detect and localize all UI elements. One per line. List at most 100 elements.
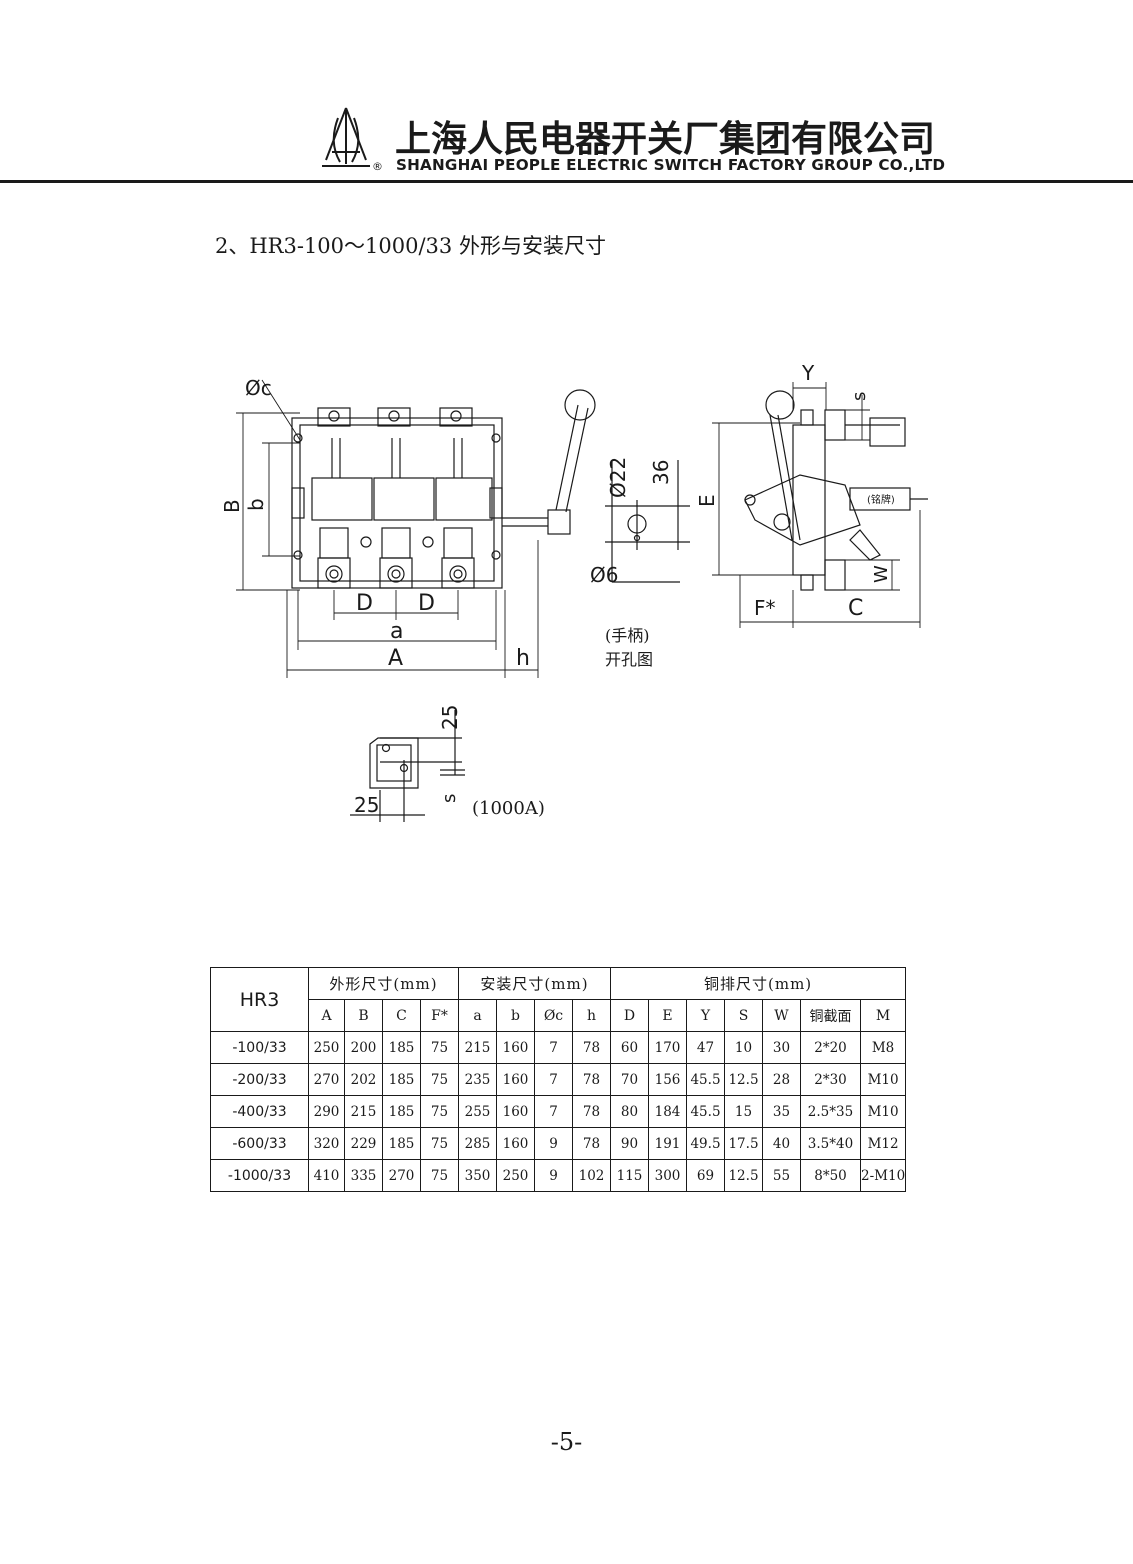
handle-cutout	[605, 460, 690, 583]
table-cell: 160	[496, 1127, 535, 1160]
table-cell: 49.5	[686, 1127, 725, 1160]
table-model-cell: -200/33	[210, 1063, 309, 1096]
table-group-outline: 外形尺寸(mm)	[308, 967, 459, 1000]
table-cell: 75	[420, 1127, 459, 1160]
label-36: 36	[649, 460, 673, 485]
table-cell: 75	[420, 1159, 459, 1192]
table-col-header: Y	[686, 999, 725, 1032]
label-phi6: Ø6	[590, 563, 618, 587]
table-cell: 160	[496, 1063, 535, 1096]
table-cell: 2*20	[800, 1031, 861, 1064]
table-cell: 185	[382, 1063, 421, 1096]
label-D-1: D	[356, 591, 373, 616]
table-model-cell: -600/33	[210, 1127, 309, 1160]
table-cell: 2-M10	[859, 1159, 907, 1192]
table-cell: 185	[382, 1127, 421, 1160]
label-Y: Y	[801, 361, 815, 385]
table-cell: 200	[344, 1031, 383, 1064]
table-cell: 335	[344, 1159, 383, 1192]
label-detail-25-top: 25	[438, 705, 462, 730]
table-col-header: W	[762, 999, 801, 1032]
table-cell: 2.5*35	[800, 1095, 861, 1128]
table-cell: 78	[572, 1063, 611, 1096]
page-header: ® 上海人民电器开关厂集团有限公司 SHANGHAI PEOPLE ELECTR…	[0, 0, 1133, 190]
label-a: a	[390, 619, 403, 644]
table-group-header-row: HR3 外形尺寸(mm) 安装尺寸(mm) 铜排尺寸(mm)	[210, 967, 907, 1032]
side-view	[744, 390, 928, 591]
table-cell: 3.5*40	[800, 1127, 861, 1160]
table-col-header: E	[648, 999, 687, 1032]
table-col-header: M	[859, 999, 907, 1032]
page-number: -5-	[550, 1428, 583, 1456]
dimension-table: HR3 外形尺寸(mm) 安装尺寸(mm) 铜排尺寸(mm) A B C F* …	[210, 967, 907, 1192]
table-cell: 45.5	[686, 1063, 725, 1096]
table-cell: M10	[859, 1063, 907, 1096]
table-cell: 115	[610, 1159, 649, 1192]
table-model-cell: -1000/33	[210, 1159, 309, 1192]
table-cell: M8	[859, 1031, 907, 1064]
table-cell: 28	[762, 1063, 801, 1096]
front-view	[291, 389, 596, 589]
table-col-header: a	[458, 999, 497, 1032]
table-cell: 30	[762, 1031, 801, 1064]
table-cell: 235	[458, 1063, 497, 1096]
table-cell: 350	[458, 1159, 497, 1192]
table-cell: 7	[534, 1063, 573, 1096]
table-col-header: S	[724, 999, 763, 1032]
table-cell: 69	[686, 1159, 725, 1192]
table-cell: 215	[344, 1095, 383, 1128]
table-cell: 7	[534, 1095, 573, 1128]
label-F: F*	[754, 596, 776, 620]
label-nameplate: (铭牌)	[867, 493, 895, 506]
table-col-header: F*	[420, 999, 459, 1032]
front-dimensions	[236, 379, 539, 678]
table-group-install: 安装尺寸(mm)	[458, 967, 611, 1000]
table-cell: 7	[534, 1031, 573, 1064]
label-s: s	[849, 392, 870, 401]
label-W: W	[871, 565, 892, 583]
label-detail-25-left: 25	[354, 793, 379, 817]
table-cell: 78	[572, 1031, 611, 1064]
table-cell: 270	[308, 1063, 345, 1096]
table-cell: 55	[762, 1159, 801, 1192]
header-rule	[0, 180, 1133, 183]
table-col-header: h	[572, 999, 611, 1032]
table-cell: 185	[382, 1095, 421, 1128]
registered-mark: ®	[372, 160, 383, 173]
table-cell: 40	[762, 1127, 801, 1160]
table-cell: 270	[382, 1159, 421, 1192]
table-cell: 17.5	[724, 1127, 763, 1160]
label-phi22: Ø22	[606, 457, 630, 498]
table-cell: 70	[610, 1063, 649, 1096]
table-cell: 2*30	[800, 1063, 861, 1096]
table-model-cell: -400/33	[210, 1095, 309, 1128]
label-B: B	[220, 499, 244, 513]
table-cell: 12.5	[724, 1063, 763, 1096]
table-col-header: C	[382, 999, 421, 1032]
table-col-header: B	[344, 999, 383, 1032]
table-cell: 250	[496, 1159, 535, 1192]
table-col-header: A	[308, 999, 345, 1032]
company-logo-icon	[322, 107, 370, 167]
label-C: C	[848, 596, 863, 621]
table-model-header: HR3	[210, 967, 309, 1032]
handle-cutout-caption: (手柄) 开孔图	[605, 624, 653, 672]
detail-caption: (1000A)	[472, 798, 545, 819]
table-col-header: 铜截面	[800, 999, 861, 1032]
table-cell: 184	[648, 1095, 687, 1128]
label-b: b	[244, 498, 268, 511]
table-cell: 75	[420, 1095, 459, 1128]
table-cell: 215	[458, 1031, 497, 1064]
table-cell: 285	[458, 1127, 497, 1160]
table-cell: 290	[308, 1095, 345, 1128]
detail-1000a	[350, 710, 465, 822]
table-cell: 170	[648, 1031, 687, 1064]
table-cell: 15	[724, 1095, 763, 1128]
table-cell: 80	[610, 1095, 649, 1128]
table-cell: 45.5	[686, 1095, 725, 1128]
